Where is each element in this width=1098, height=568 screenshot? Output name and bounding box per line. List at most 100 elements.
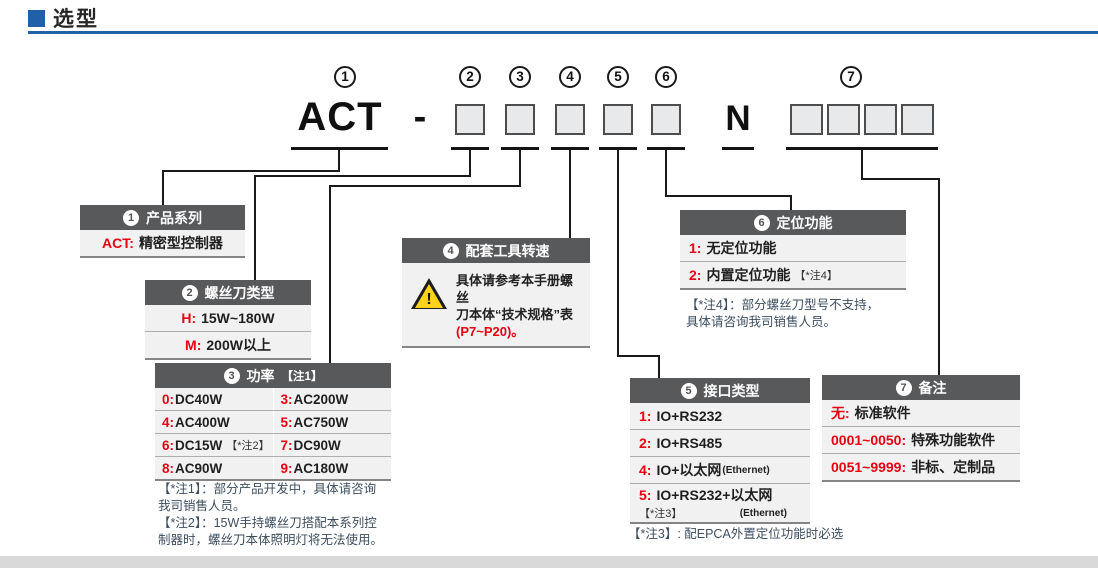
table-power: 3 功率 【注1】 0:DC40W 3:AC200W 4:AC400W 5:AC… (155, 363, 391, 481)
cell: 8:AC90W (155, 457, 273, 479)
underline-box-4 (551, 147, 589, 150)
connector-line (938, 178, 940, 377)
table-row: 0:DC40W 3:AC200W (155, 388, 391, 411)
cell: 5:AC750W (272, 411, 392, 433)
header-number-badge: 1 (123, 209, 139, 226)
underline-box-2 (451, 147, 489, 150)
table-product-series: 1 产品系列 ACT: 精密型控制器 (80, 205, 245, 258)
footnote-line: 【*注1】：部分产品开发中，具体请咨询 (158, 482, 377, 496)
position-mark-1: 1 (334, 66, 356, 88)
connector-line (329, 185, 521, 187)
row-value: DC15W (175, 437, 223, 453)
row-key: 1: (639, 408, 652, 424)
row-value: DC40W (175, 391, 223, 407)
row-value: IO+RS232+以太网 (656, 487, 773, 503)
row-value: 标准软件 (854, 405, 911, 421)
row-value: IO+RS232 (656, 408, 723, 424)
table-row: ACT: 精密型控制器 (80, 230, 245, 258)
row-value: DC90W (293, 437, 341, 453)
table-row: 0051~9999: 非标、定制品 (822, 454, 1020, 482)
row-key: 9: (280, 460, 293, 476)
underline-prefix (291, 147, 388, 150)
row-key: 5: (639, 487, 652, 503)
footnote-line: 制器时，螺丝刀本体照明灯将无法使用。 (158, 533, 384, 547)
row-key: 3: (280, 391, 293, 407)
footnote-4: 【*注4】：部分螺丝刀型号不支持， 具体请咨询我司销售人员。 (686, 297, 926, 331)
connector-line (254, 175, 256, 282)
table-header: 7 备注 (822, 375, 1020, 400)
row-small-label: (Ethernet) (722, 464, 770, 476)
table-row: 5: IO+RS232+以太网 【*注3】 (Ethernet) (630, 484, 810, 524)
section-bullet (28, 10, 45, 27)
row-value: 特殊功能软件 (911, 432, 996, 448)
connector-line (329, 185, 331, 365)
connector-line (617, 150, 619, 357)
table-row: 无: 标准软件 (822, 400, 1020, 427)
table-row: 4:AC400W 5:AC750W (155, 411, 391, 434)
underline-box-7 (786, 147, 938, 150)
cell: 6:DC15W【*注2】 (155, 434, 273, 456)
row-key: 0: (162, 391, 175, 407)
connector-line (254, 175, 471, 177)
header-number-badge: 2 (181, 284, 198, 301)
connector-line (658, 355, 660, 380)
underline-box-3 (501, 147, 539, 150)
panel-body: ! 具体请参考本手册螺丝 刀本体“技术规格”表 (P7~P20)。 (402, 263, 590, 348)
table-row: M: 200W以上 (145, 332, 311, 360)
table-header: 4 配套工具转速 (402, 238, 590, 263)
row-key: H: (181, 310, 197, 326)
row-value: AC180W (293, 460, 349, 476)
table-header: 1 产品系列 (80, 205, 245, 230)
row-note: 【*注4】 (794, 270, 838, 282)
table-row: 1: IO+RS232 (630, 403, 810, 430)
footnote-2: 【*注2】：15W手持螺丝刀搭配本系列控 制器时，螺丝刀本体照明灯将无法使用。 (158, 515, 448, 549)
warning-icon: ! (411, 278, 447, 310)
row-key: 6: (162, 437, 175, 453)
row-value: 非标、定制品 (911, 459, 996, 475)
row-value: 精密型控制器 (138, 235, 223, 251)
row-key: 7: (280, 437, 293, 453)
page-footer-strip (0, 556, 1098, 568)
connector-line (519, 150, 521, 187)
footnote-1: 【*注1】：部分产品开发中，具体请咨询 我司销售人员。 (158, 481, 438, 515)
position-mark-2: 2 (459, 66, 481, 88)
table-header: 5 接口类型 (630, 378, 810, 403)
row-value: AC90W (175, 460, 223, 476)
model-letter-n: N (725, 99, 751, 138)
code-digit-box-4 (555, 104, 585, 135)
row-key: 2: (689, 267, 702, 283)
model-dash: - (413, 96, 427, 138)
cell: 7:DC90W (272, 434, 392, 456)
table-title: 定位功能 (776, 214, 833, 231)
row-key: 2: (639, 435, 652, 451)
cell: 4:AC400W (155, 411, 273, 433)
connector-line (861, 150, 863, 180)
table-row: 6:DC15W【*注2】 7:DC90W (155, 434, 391, 457)
underline-n (722, 147, 754, 150)
table-positioning-function: 6 定位功能 1: 无定位功能 2: 内置定位功能 【*注4】 (680, 210, 906, 290)
connector-line (861, 178, 940, 180)
panel-text-line: 刀本体“技术规格”表 (456, 307, 574, 322)
row-key: 5: (280, 414, 293, 430)
code-digit-box-2 (455, 104, 485, 135)
row-key: 8: (162, 460, 175, 476)
footnote-line: 我司销售人员。 (158, 499, 246, 513)
cell: 9:AC180W (272, 457, 392, 479)
footnote-3: 【*注3】: 配EPCA外置定位功能时必选 (628, 526, 928, 543)
table-title: 螺丝刀类型 (204, 284, 275, 301)
underline-box-6 (647, 147, 685, 150)
row-note: 【*注2】 (226, 440, 270, 452)
panel-text: 具体请参考本手册螺丝 刀本体“技术规格”表 (P7~P20)。 (456, 272, 584, 340)
row-value: 15W~180W (201, 310, 275, 326)
position-mark-6: 6 (655, 66, 677, 88)
row-line: 5: IO+RS232+以太网 (639, 485, 801, 505)
footnote-line: 【*注3】: 配EPCA外置定位功能时必选 (628, 527, 844, 541)
table-row: 1: 无定位功能 (680, 235, 906, 262)
row-note: 【*注3】 (639, 508, 683, 520)
table-title: 备注 (918, 379, 947, 396)
panel-text-page-ref: (P7~P20)。 (456, 324, 525, 339)
table-remarks: 7 备注 无: 标准软件 0001~0050: 特殊功能软件 0051~9999… (822, 375, 1020, 482)
cell: 3:AC200W (272, 388, 392, 410)
position-mark-5: 5 (607, 66, 629, 88)
